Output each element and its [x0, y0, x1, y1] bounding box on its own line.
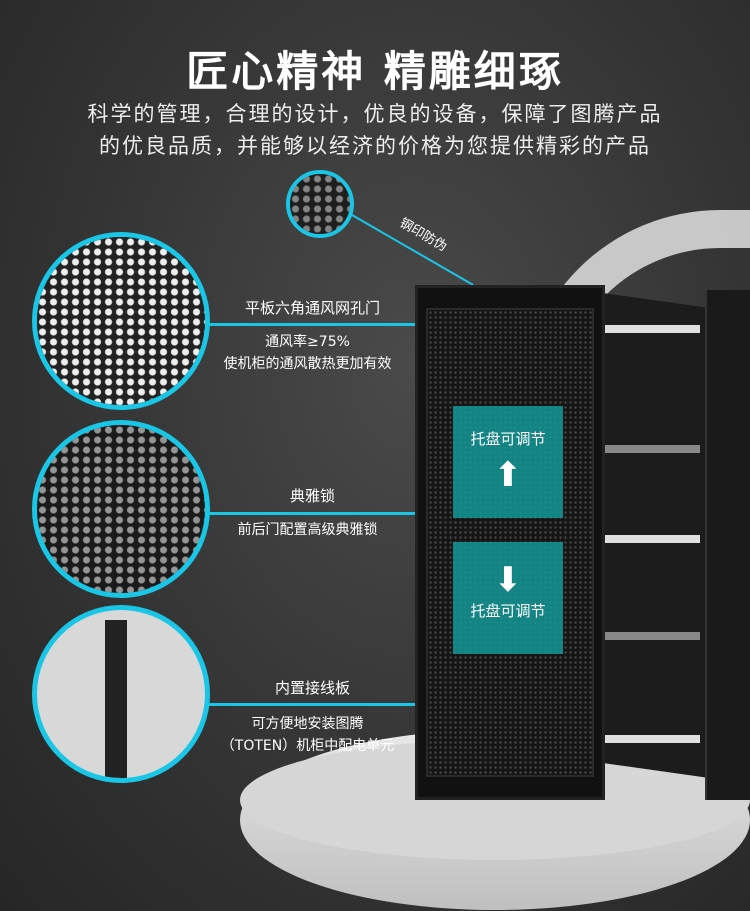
- tray: [605, 632, 700, 640]
- arrow-down-icon: ⬇: [493, 560, 523, 600]
- subtitle-line-2: 的优良品质，并能够以经济的价格为您提供精彩的产品: [99, 134, 651, 158]
- rail: [605, 325, 700, 333]
- rail: [605, 735, 700, 743]
- pointer-line: [205, 323, 415, 326]
- tray-down-label: 托盘可调节: [470, 602, 546, 620]
- tray: [605, 445, 700, 453]
- rail: [605, 535, 700, 543]
- power-strip: [105, 620, 127, 778]
- feature-desc: 可方便地安装图腾: [251, 716, 364, 732]
- feature-desc: 使机柜的通风散热更加有效: [223, 356, 392, 372]
- pointer-line: [205, 703, 415, 706]
- pointer-line: [205, 512, 415, 515]
- tray-up-label: 托盘可调节: [470, 430, 546, 448]
- mesh-detail-image: [32, 232, 210, 410]
- tray-down-box: ⬇ 托盘可调节: [453, 542, 563, 654]
- tray-up-box: 托盘可调节 ⬆: [453, 406, 563, 518]
- feature-desc: 通风率≥75%: [265, 334, 350, 350]
- power-strip-detail-image: [32, 605, 210, 783]
- lock-detail-image: [32, 420, 210, 598]
- feature-title: 内置接线板: [274, 679, 350, 697]
- feature-title: 平板六角通风网孔门: [244, 299, 380, 317]
- subtitle-line-1: 科学的管理，合理的设计，优良的设备，保障了图腾产品: [87, 102, 663, 126]
- stamp-detail-image: [286, 170, 354, 238]
- arrow-up-icon: ⬆: [493, 455, 523, 495]
- feature-desc: 前后门配置高级典雅锁: [237, 522, 378, 538]
- feature-title: 典雅锁: [289, 487, 335, 505]
- side-door: [705, 290, 750, 800]
- page-title: 匠心精神 精雕细琢: [186, 47, 564, 96]
- feature-desc: （TOTEN）机柜中配电单元: [220, 738, 395, 754]
